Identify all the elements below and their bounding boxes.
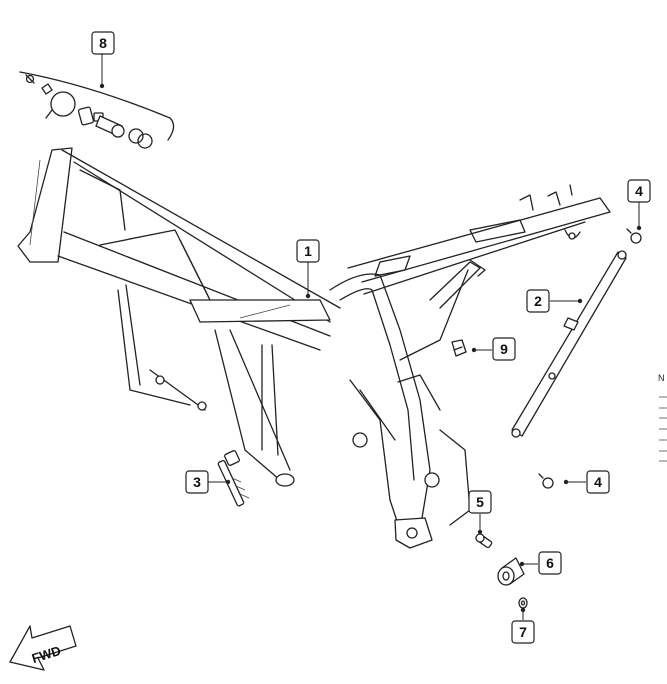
callout-6: 6 bbox=[538, 551, 562, 575]
callout-5: 5 bbox=[468, 490, 492, 514]
callout-5-label: 5 bbox=[476, 494, 484, 510]
callout-3-label: 3 bbox=[193, 474, 201, 490]
callout-4-lower-label: 4 bbox=[594, 474, 602, 490]
fwd-arrow: FWD bbox=[9, 625, 77, 671]
part-5-screw bbox=[475, 533, 493, 549]
leader-lines bbox=[99, 54, 642, 620]
callout-8: 8 bbox=[91, 31, 115, 55]
callout-1: 1 bbox=[296, 239, 320, 263]
part-4-bolt-upper bbox=[626, 228, 642, 244]
callout-8-label: 8 bbox=[99, 35, 107, 51]
clipped-table-fragment: N bbox=[658, 373, 667, 462]
callout-4-upper: 4 bbox=[627, 179, 651, 203]
callout-7: 7 bbox=[511, 620, 535, 644]
part-8-sensor-assembly bbox=[19, 71, 175, 149]
callout-2: 2 bbox=[526, 289, 550, 313]
callout-4-lower: 4 bbox=[586, 470, 610, 494]
callout-2-label: 2 bbox=[534, 293, 542, 309]
clipped-table-letter: N bbox=[658, 373, 665, 383]
part-9-clip bbox=[451, 339, 467, 357]
part-2-rear-rail bbox=[511, 250, 627, 438]
callout-7-label: 7 bbox=[519, 624, 527, 640]
callout-3: 3 bbox=[185, 470, 209, 494]
callout-1-label: 1 bbox=[304, 243, 312, 259]
part-7-washer bbox=[518, 597, 528, 609]
callout-9: 9 bbox=[492, 337, 516, 361]
callout-6-label: 6 bbox=[546, 555, 554, 571]
part-1-main-frame bbox=[17, 147, 611, 549]
callout-9-label: 9 bbox=[500, 341, 508, 357]
part-4-bolt-lower bbox=[538, 473, 554, 489]
part-3-long-bolt bbox=[217, 450, 250, 507]
callout-4-upper-label: 4 bbox=[635, 183, 643, 199]
part-6-bushing bbox=[497, 557, 525, 586]
